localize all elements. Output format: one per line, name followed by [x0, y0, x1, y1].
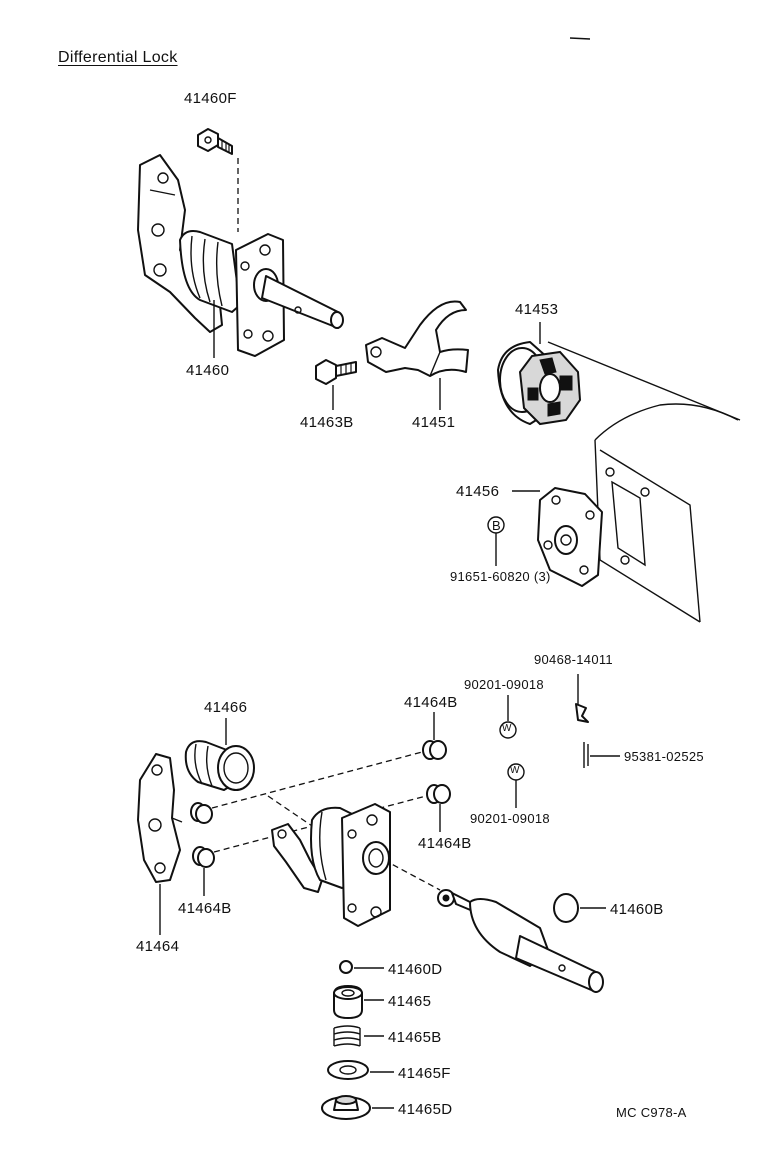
fork-41451 [365, 300, 469, 377]
label-41465B: 41465B [388, 1029, 442, 1046]
b-mark: B [492, 518, 501, 533]
washer-41465F [327, 1060, 369, 1080]
figure-code: MC C978-A [616, 1105, 687, 1120]
label-90201-09018-bottom: 90201-09018 [470, 811, 550, 826]
label-41464B-top: 41464B [404, 694, 458, 711]
cap-41465D [321, 1095, 371, 1120]
transfer-housing [547, 341, 741, 623]
clip-90468 [575, 674, 589, 723]
bolt-41463B [315, 359, 357, 385]
pin-95381 [583, 742, 620, 768]
label-41465D: 41465D [398, 1101, 453, 1118]
bracket-41464 [137, 753, 183, 883]
label-91651-60820: 91651-60820 (3) [450, 569, 551, 584]
actuator-body [179, 230, 344, 357]
label-41460D: 41460D [388, 961, 443, 978]
stray-mark [569, 37, 591, 40]
grommet-mid [426, 784, 451, 804]
label-41460: 41460 [186, 362, 230, 379]
label-41451: 41451 [412, 414, 456, 431]
grommet-left-bottom [192, 846, 215, 868]
oring-41460B [553, 893, 579, 923]
spring-41465B [333, 1025, 361, 1047]
boot-41466 [184, 740, 255, 791]
shift-rod [437, 889, 604, 993]
label-95381-02525: 95381-02525 [624, 749, 704, 764]
cover-41456 [537, 487, 603, 587]
label-41465F: 41465F [398, 1065, 451, 1082]
piece-41465 [333, 985, 363, 1019]
grommet-left-top [190, 802, 213, 824]
actuator-body-lower [271, 803, 391, 927]
label-90468-14011: 90468-14011 [534, 652, 613, 667]
w-mark-a: W [502, 723, 512, 734]
ball-41460D [339, 960, 353, 974]
label-41464B-left: 41464B [178, 900, 232, 917]
grommet-top [422, 740, 447, 760]
label-41460B: 41460B [610, 901, 664, 918]
label-41465: 41465 [388, 993, 432, 1010]
page-title: Differential Lock [58, 49, 178, 66]
label-41460F: 41460F [184, 90, 237, 107]
label-41463B: 41463B [300, 414, 354, 431]
label-41456: 41456 [456, 483, 500, 500]
label-41466: 41466 [204, 699, 248, 716]
label-41464: 41464 [136, 938, 180, 955]
bolt-41460F [197, 128, 233, 155]
label-90201-09018-top: 90201-09018 [464, 677, 544, 692]
hub-41453 [497, 341, 582, 426]
w-mark-circle-a [499, 721, 517, 739]
label-41453: 41453 [515, 301, 559, 318]
label-41464B-mid: 41464B [418, 835, 472, 852]
w-mark-b: W [510, 765, 520, 776]
